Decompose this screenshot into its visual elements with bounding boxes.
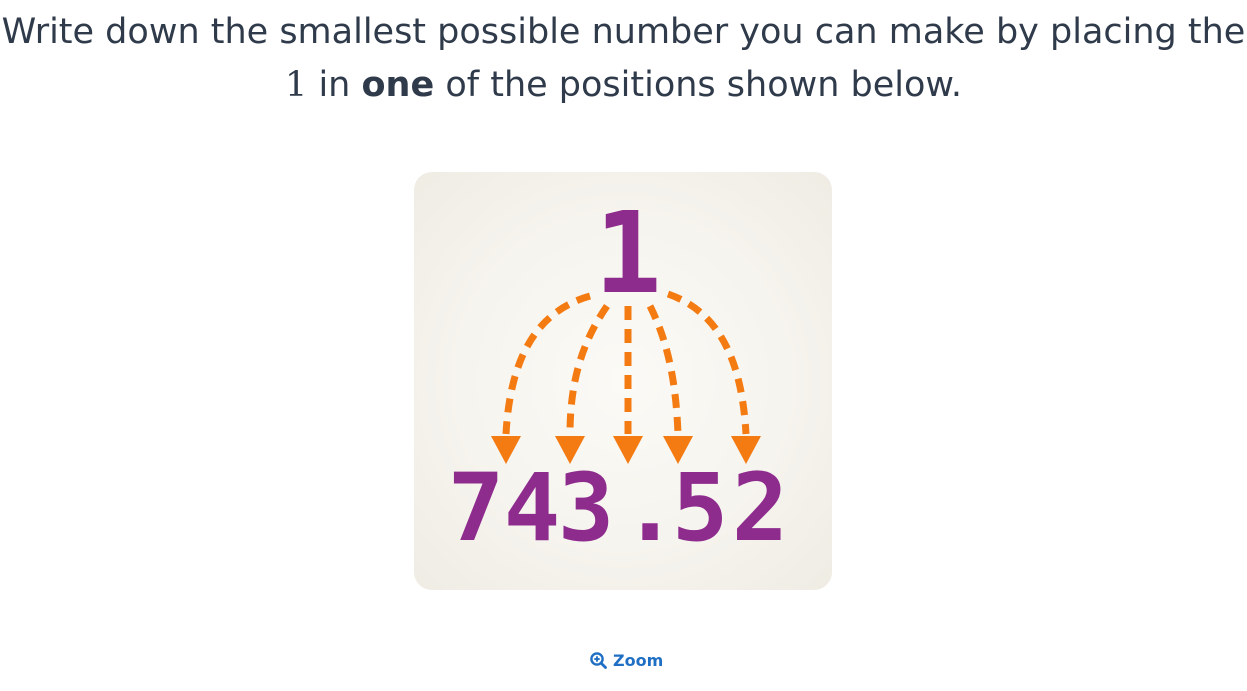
number-digit: 5 [672,454,729,563]
number-digit: 2 [732,454,789,563]
dashed-arrow-shaft [502,292,591,435]
question-in-word: in [318,65,351,105]
question-line-1: Write down the smallest possible number … [0,6,1247,59]
question-line-1-text: Write down the smallest possible number … [1,12,1246,52]
zoom-button[interactable]: Zoom [590,648,663,672]
dashed-arrow-shaft [666,290,750,435]
zoom-in-icon [590,651,607,669]
number-digit: 4 [504,454,561,563]
dashed-arrow-shaft [646,304,682,435]
question-rest: of the positions shown below. [445,65,962,105]
number-digit: 3 [558,454,615,563]
arrow-head-icon [613,436,643,464]
arrow-head-icon [555,436,585,464]
question-bold-word: one [361,65,435,105]
arrow-head-icon [663,436,693,464]
question-digit: 1 [285,65,308,105]
zoom-label: Zoom [613,650,664,670]
arrow-head-icon [731,436,761,464]
question-line-2: 1 in one of the positions shown below. [0,59,1247,112]
arrow-head-icon [491,436,521,464]
decimal-point: . [622,454,679,563]
top-digit: 1 [594,189,661,319]
dashed-arrow-shaft [566,304,610,435]
insertion-arrows [491,290,761,464]
question-text: Write down the smallest possible number … [0,6,1247,112]
number-digit: 7 [448,454,505,563]
